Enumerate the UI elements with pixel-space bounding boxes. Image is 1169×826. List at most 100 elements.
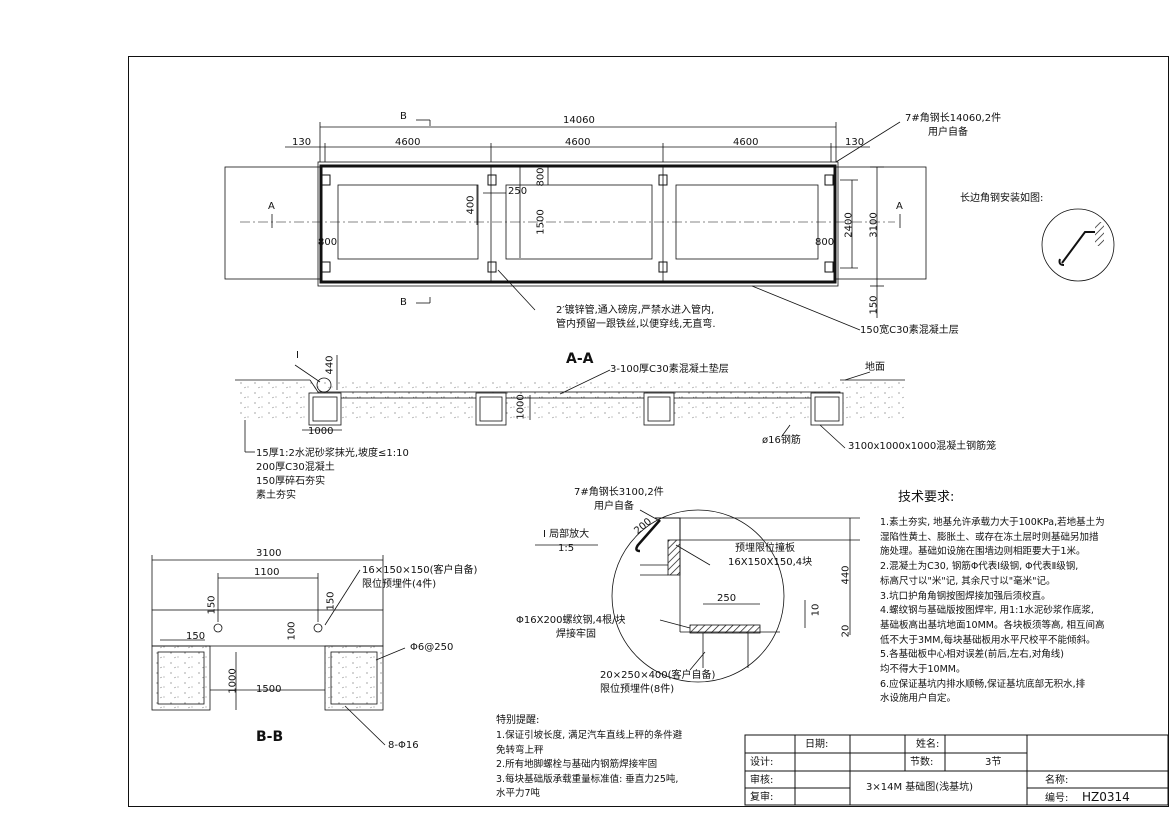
dim-800-left: 800: [318, 237, 338, 248]
tech-line: 基础板高出基坑地面10MM。各块板须等高, 相互间高: [880, 619, 1105, 631]
section-aa-title: A-A: [566, 351, 594, 367]
tech-line: 4.螺纹钢与基础版按图焊牢, 用1:1水泥砂浆作底浆,: [880, 605, 1094, 617]
tb-review: 审核:: [750, 775, 774, 786]
tech-line: 6.应保证基坑内排水顺畅,保证基坑底部无积水,排: [880, 678, 1086, 690]
detail-embed: 20×250×400(客户自备): [600, 670, 716, 681]
tech-line: 3.坑口护角角钢按图焊接加强后须校直。: [880, 590, 1051, 602]
tech-line: 水设施用户自定。: [880, 693, 957, 705]
corner-install-note: 长边角钢安装如图:: [960, 193, 1044, 204]
dim-3100: 3100: [868, 212, 880, 238]
layer-2: 200厚C30混凝土: [256, 462, 335, 473]
note-user-supplied: 用户自备: [928, 127, 968, 138]
tb-recheck: 复审:: [750, 792, 774, 803]
detail-embed-count: 限位预埋件(8件): [600, 684, 675, 695]
tb-date: 日期:: [805, 739, 829, 750]
layer-4: 素土夯实: [256, 490, 296, 501]
detail-plate: 预埋限位撞板: [735, 543, 795, 554]
detail-dim-20: 20: [840, 624, 852, 638]
dim-400: 400: [465, 195, 477, 215]
section-bb: [151, 555, 406, 746]
detail-i: [535, 509, 860, 683]
tb-drawing-name: 3×14M 基础图(浅基坑): [866, 782, 974, 793]
tb-sections: 节数:: [910, 757, 934, 768]
tech-line: 均不得大于10MM。: [880, 664, 966, 676]
tech-title: 技术要求:: [898, 490, 955, 505]
section-aa: [235, 355, 905, 453]
special-lines: 1.保证引坡长度, 满足汽车直线上秤的条件避 免转弯上秤 2.所有地脚螺栓与基础…: [496, 729, 682, 802]
bb-rebar-spacing: Φ6@250: [410, 642, 454, 653]
title-block: [744, 734, 1169, 806]
label-ground: 地面: [865, 362, 885, 373]
dim-span-3: 4600: [733, 137, 759, 148]
layer-1: 15厚1:2水泥砂浆抹光,坡度≤1:10: [256, 448, 409, 459]
dim-1500: 1500: [535, 209, 547, 235]
tech-line: 2.混凝土为C30, 钢筋Φ代表Ⅰ级钢, Φ代表Ⅱ级钢,: [880, 561, 1079, 573]
tech-line: 低不大于3MM,每块基础板用水平尺校平不能倾斜。: [880, 634, 1096, 646]
bb-dim-1000: 1000: [227, 668, 239, 694]
label-rebar-16: ø16钢筋: [762, 435, 801, 446]
note-pipe-2: 管内预留一跟铁丝,以便穿线,无直弯.: [556, 319, 716, 330]
bb-dim-150-bottom: 150: [186, 631, 206, 642]
tech-line: 湿陷性黄土、膨胀土、或存在冻土层时则基础另加措: [880, 531, 1099, 543]
tb-name: 姓名:: [916, 739, 940, 750]
bb-dim-100: 100: [286, 621, 298, 641]
special-line: 水平力7吨: [496, 788, 541, 799]
tb-code-label: 编号:: [1045, 793, 1069, 804]
bb-rebar-count: 8-Φ16: [388, 740, 419, 751]
dim-150: 150: [868, 295, 880, 315]
tech-line: 施处理。基础如设施在围墙边则相距要大于1米。: [880, 546, 1086, 558]
cut-a-left: A: [268, 201, 275, 212]
note-long-angle-steel: 7#角钢长14060,2件: [905, 113, 1002, 124]
detail-dim-440: 440: [840, 565, 852, 585]
tech-line: 1.素土夯实, 地基允许承载力大于100KPa,若地基土为: [880, 517, 1105, 528]
note-concrete-layer: 150宽C30素混凝土层: [860, 325, 959, 336]
special-line: 2.所有地脚螺栓与基础内钢筋焊接牢固: [496, 759, 658, 770]
dim-250: 250: [508, 186, 528, 197]
detail-dim-10: 10: [810, 603, 822, 617]
special-line: 3.每块基础版承载重量标准值: 垂直力25吨,: [496, 773, 679, 785]
dim-2400: 2400: [843, 212, 855, 238]
detail-angle-steel: 7#角钢长3100,2件: [574, 487, 664, 498]
detail-user-supplied: 用户自备: [594, 501, 634, 512]
tb-code: HZ0314: [1082, 790, 1130, 804]
dim-left-edge: 130: [292, 137, 312, 148]
cut-b-top: B: [400, 111, 407, 122]
cut-b-bottom: B: [400, 297, 407, 308]
detail-bolt: Φ16X200螺纹钢,4根/块: [516, 615, 626, 626]
bb-embed-count: 限位预埋件(4件): [362, 579, 437, 590]
tech-line: 标高尺寸以"米"记, 其余尺寸以"毫米"记。: [880, 575, 1056, 587]
dim-span-1: 4600: [395, 137, 421, 148]
bb-dim-150-right: 150: [325, 591, 337, 611]
dim-800-right: 800: [815, 237, 835, 248]
dim-span-2: 4600: [565, 137, 591, 148]
cut-a-right: A: [896, 201, 903, 212]
detail-scale: 1:5: [558, 543, 575, 554]
layer-3: 150厚碎石夯实: [256, 476, 326, 487]
tech-lines: 1.素土夯实, 地基允许承载力大于100KPa,若地基土为 湿陷性黄土、膨胀土、…: [880, 516, 1105, 707]
dim-1000-width: 1000: [308, 426, 334, 437]
detail-title: I 局部放大: [543, 529, 590, 540]
dim-1000-depth: 1000: [515, 394, 527, 420]
special-line: 免转弯上秤: [496, 744, 544, 756]
detail-label-i: I: [296, 350, 299, 361]
tb-title-label: 名称:: [1045, 775, 1069, 786]
dim-440: 440: [324, 355, 336, 375]
bb-dim-150-left: 150: [206, 595, 218, 615]
plan-view: [224, 119, 1115, 331]
detail-dim-250: 250: [717, 593, 737, 604]
tb-sections-value: 3节: [985, 757, 1002, 768]
dim-800-top: 800: [535, 167, 547, 187]
special-title: 特别提醒:: [496, 715, 540, 726]
bb-dim-1500: 1500: [256, 684, 282, 695]
label-rebar-cage: 3100x1000x1000混凝土钢筋笼: [848, 441, 997, 452]
dim-overall: 14060: [563, 115, 595, 126]
tb-design: 设计:: [750, 757, 774, 768]
bb-dim-3100: 3100: [256, 548, 282, 559]
tech-line: 5.各基础板中心相对误差(前后,左右,对角线): [880, 649, 1065, 661]
detail-plate-size: 16X150X150,4块: [728, 557, 813, 568]
section-bb-title: B-B: [256, 729, 284, 745]
detail-bolt-weld: 焊接牢固: [556, 629, 596, 640]
note-pipe-1: 2′镀锌管,通入磅房,严禁水进入管内,: [556, 305, 715, 316]
special-line: 1.保证引坡长度, 满足汽车直线上秤的条件避: [496, 730, 683, 741]
